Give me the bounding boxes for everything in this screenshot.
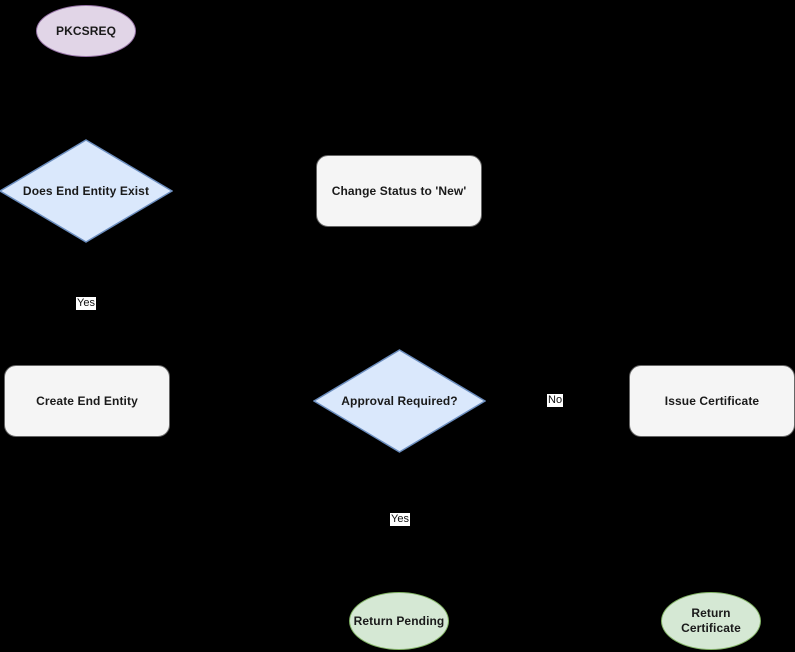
node-issue-certificate-label: Issue Certificate [664, 393, 760, 408]
node-create-end-entity[interactable]: Create End Entity [4, 365, 170, 437]
node-approval-required[interactable]: Approval Required? [313, 349, 486, 453]
node-issue-certificate[interactable]: Issue Certificate [629, 365, 795, 437]
edge-label-yes-approval: Yes [390, 513, 410, 526]
node-return-certificate-label: Return Certificate [681, 606, 741, 635]
node-return-pending-label: Return Pending [353, 613, 445, 628]
node-create-end-entity-label: Create End Entity [36, 393, 138, 408]
node-change-status-to-new[interactable]: Change Status to 'New' [316, 155, 482, 227]
edge-label-yes-exists: Yes [76, 297, 96, 310]
node-pkcsreq-label: PKCSREQ [55, 23, 117, 38]
node-does-end-entity-exist[interactable]: Does End Entity Exist [0, 139, 173, 243]
node-pkcsreq[interactable]: PKCSREQ [36, 5, 136, 57]
node-return-pending[interactable]: Return Pending [349, 592, 449, 650]
edge-label-no-approval: No [547, 394, 564, 407]
diamond-shape-icon [313, 349, 486, 453]
node-return-certificate[interactable]: Return Certificate [661, 592, 761, 650]
node-change-status-to-new-label: Change Status to 'New' [331, 183, 467, 198]
diamond-shape-icon [0, 139, 173, 243]
